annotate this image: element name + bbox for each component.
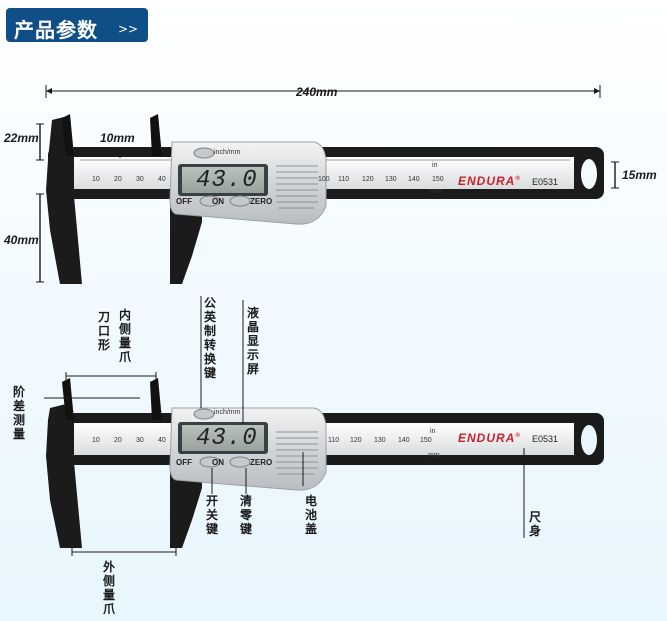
length-label: 240mm <box>296 85 338 99</box>
bottom-unit-button-label: inch/mm <box>214 409 241 416</box>
lcd-screen-callout: 液晶显示屏 <box>246 306 259 376</box>
header-arrows: >> <box>118 22 139 36</box>
bottom-scale-120: 120 <box>350 437 362 444</box>
body-height-label: 15mm <box>622 168 657 182</box>
top-unit-button <box>193 147 215 159</box>
top-scale-10: 10 <box>92 176 100 183</box>
step-measure-callout: 阶差测量 <box>12 385 25 441</box>
bottom-scale-40: 40 <box>158 437 166 444</box>
bottom-off-label: OFF <box>176 458 192 467</box>
knife-edge-callout: 刀口形 <box>97 310 110 352</box>
length-arrow-right <box>594 88 600 94</box>
bottom-scale-110: 110 <box>328 437 340 444</box>
top-scale-130: 130 <box>385 176 397 183</box>
top-battery-grooves <box>276 165 318 209</box>
unit-switch-callout: 公英制转换键 <box>203 296 216 380</box>
bottom-scale-130: 130 <box>374 437 386 444</box>
top-unit-button-label: inch/mm <box>214 149 241 156</box>
bottom-mm-mark: mm <box>428 452 440 459</box>
top-scale-20: 20 <box>114 176 122 183</box>
top-zero-button <box>229 195 251 207</box>
jaw-bottom-label: 40mm <box>4 233 39 247</box>
top-scale-110: 110 <box>338 176 350 183</box>
top-scale-120: 120 <box>362 176 374 183</box>
bottom-hang-hole <box>581 425 597 455</box>
bottom-battery-grooves <box>276 431 318 475</box>
bottom-brand: ENDURA® <box>458 431 521 445</box>
top-scale-100: 100 <box>318 176 330 183</box>
top-inch-mark: in <box>432 162 438 169</box>
bottom-scale-10: 10 <box>92 437 100 444</box>
bottom-unit-button <box>193 408 215 420</box>
bottom-inner-jaw-slider <box>150 378 162 420</box>
bottom-zero-label: ZERO <box>250 458 273 467</box>
bottom-lcd-value: 43.0 <box>196 425 258 452</box>
bottom-on-label: ON <box>212 458 224 467</box>
bottom-scale-30: 30 <box>136 437 144 444</box>
bottom-lcd-screen <box>182 425 264 451</box>
bottom-scale-20: 20 <box>114 437 122 444</box>
top-on-label: ON <box>212 197 224 206</box>
inner-jaw-callout: 内侧量爪 <box>118 308 131 364</box>
power-key-callout: 开关键 <box>205 494 218 536</box>
zero-key-callout: 清零键 <box>239 494 252 536</box>
top-slider-jaw <box>170 196 202 284</box>
top-mm-mark: mm <box>430 188 442 195</box>
bottom-scale-150: 150 <box>420 437 432 444</box>
top-lcd-screen <box>182 167 264 193</box>
bottom-zero-button <box>229 456 251 468</box>
bottom-fixed-jaw <box>46 404 82 548</box>
top-inner-jaw-slider <box>150 114 162 156</box>
top-scale-40: 40 <box>158 176 166 183</box>
top-power-button <box>199 195 221 207</box>
top-lcd-value: 43.0 <box>196 167 258 194</box>
outer-jaw-callout: 外侧量爪 <box>102 560 115 616</box>
top-scale-150: 150 <box>432 176 444 183</box>
ruler-body-callout: 尺身 <box>528 510 541 538</box>
bottom-slider-jaw <box>170 462 202 548</box>
header-title: 产品参数 <box>14 18 98 42</box>
top-off-label: OFF <box>176 197 192 206</box>
inner-jaw-dim-label: 10mm <box>100 131 135 145</box>
bottom-power-button <box>199 456 221 468</box>
jaw-top-label: 22mm <box>4 131 39 145</box>
length-arrow-left <box>46 88 52 94</box>
bottom-model: E0531 <box>532 434 559 444</box>
header-banner <box>6 8 148 42</box>
top-brand: ENDURA® <box>458 174 521 188</box>
bottom-scale-140: 140 <box>398 437 410 444</box>
top-zero-label: ZERO <box>250 197 273 206</box>
top-hang-hole <box>581 159 597 189</box>
battery-cover-callout: 电池盖 <box>304 494 317 536</box>
top-model: E0531 <box>532 177 559 187</box>
bottom-inch-mark: in <box>430 428 436 435</box>
top-scale-140: 140 <box>408 176 420 183</box>
top-scale-30: 30 <box>136 176 144 183</box>
top-fixed-jaw <box>46 116 82 284</box>
